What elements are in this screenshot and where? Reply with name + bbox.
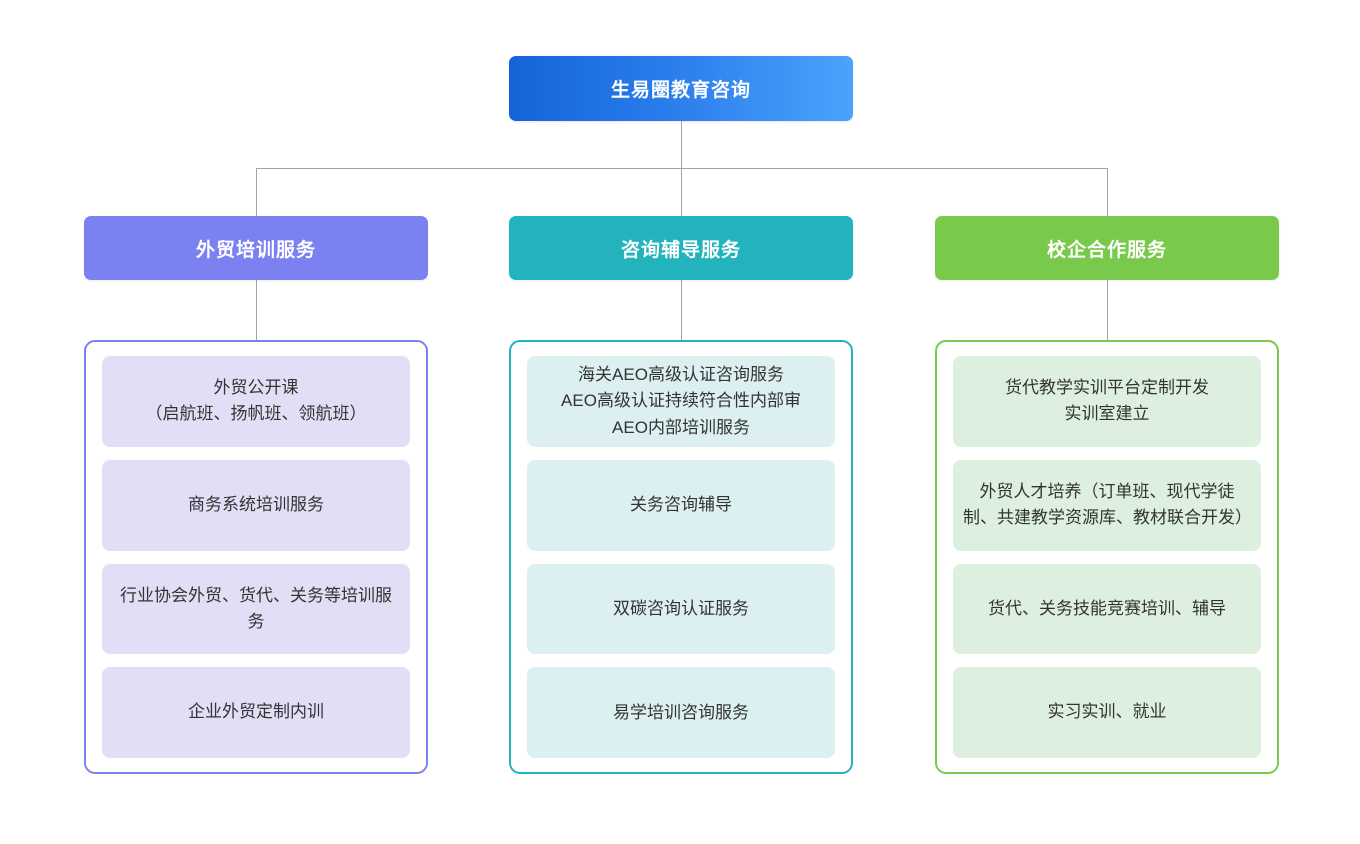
service-card[interactable]: 货代、关务技能竞赛培训、辅导 [953,563,1261,655]
service-card[interactable]: 外贸公开课 （启航班、扬帆班、领航班） [102,356,410,447]
connector-horizontal-bus [256,168,1108,169]
service-card[interactable]: 商务系统培训服务 [102,459,410,551]
connector-header-to-box-2 [1107,280,1108,340]
service-card[interactable]: 海关AEO高级认证咨询服务 AEO高级认证持续符合性内部审 AEO内部培训服务 [527,356,835,448]
category-header-waimao-peixun[interactable]: 外贸培训服务 [84,216,428,280]
connector-root-stem [681,121,682,169]
service-group-xiaoqi-hezuo: 货代教学实训平台定制开发 实训室建立 外贸人才培养（订单班、现代学徒制、共建教学… [935,340,1279,774]
connector-drop-column-2 [1107,168,1108,216]
connector-drop-column-1 [681,168,682,216]
connector-header-to-box-1 [681,280,682,340]
category-header-zixun-fudao[interactable]: 咨询辅导服务 [509,216,853,280]
service-card[interactable]: 货代教学实训平台定制开发 实训室建立 [953,356,1261,447]
connector-header-to-box-0 [256,280,257,340]
service-card[interactable]: 双碳咨询认证服务 [527,563,835,655]
service-card[interactable]: 关务咨询辅导 [527,460,835,551]
service-card[interactable]: 外贸人才培养（订单班、现代学徒制、共建教学资源库、教材联合开发） [953,459,1261,551]
service-card[interactable]: 实习实训、就业 [953,667,1261,758]
root-node-company[interactable]: 生易圈教育咨询 [509,56,853,121]
connector-drop-column-0 [256,168,257,216]
category-header-xiaoqi-hezuo[interactable]: 校企合作服务 [935,216,1279,280]
service-group-waimao-peixun: 外贸公开课 （启航班、扬帆班、领航班） 商务系统培训服务 行业协会外贸、货代、关… [84,340,428,774]
service-card[interactable]: 行业协会外贸、货代、关务等培训服务 [102,563,410,655]
service-card[interactable]: 易学培训咨询服务 [527,667,835,758]
service-card[interactable]: 企业外贸定制内训 [102,667,410,758]
service-group-zixun-fudao: 海关AEO高级认证咨询服务 AEO高级认证持续符合性内部审 AEO内部培训服务 … [509,340,853,774]
